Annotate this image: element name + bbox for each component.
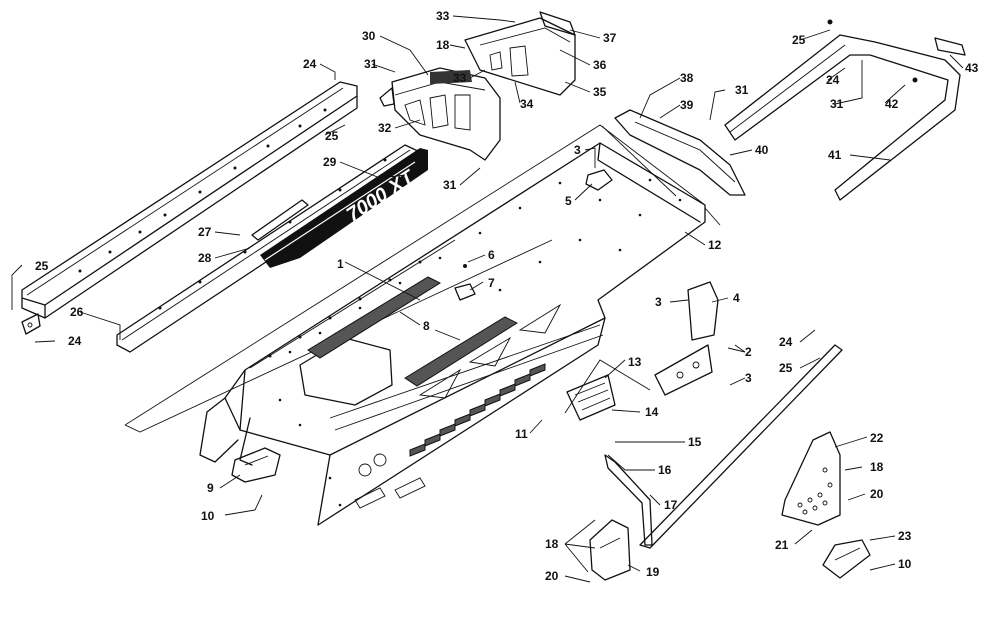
callout-1: 1 [337,257,344,271]
callout-15: 15 [688,435,702,449]
callout-33a: 33 [436,9,450,23]
callout-20a: 20 [545,569,559,583]
callout-3c: 3 [745,371,752,385]
callout-11: 11 [515,427,528,441]
bracket-13 [566,374,616,421]
callout-23: 23 [898,529,912,543]
left-rail [21,81,358,319]
front-bumper-section [614,109,746,196]
deck-plug [585,169,613,191]
callout-26: 26 [70,305,84,319]
callout-18a: 18 [545,537,559,551]
callout-14: 14 [645,405,659,419]
callout-37: 37 [603,31,617,45]
callout-42: 42 [885,97,899,111]
callout-24c: 24 [826,73,840,87]
callout-36: 36 [593,58,607,72]
callout-21: 21 [775,538,789,552]
callout-25c: 25 [792,33,806,47]
callout-20b: 20 [870,487,884,501]
right-brackets [654,281,719,396]
callout-5: 5 [565,194,572,208]
bracket-19 [589,519,631,581]
callout-39: 39 [680,98,694,112]
assembly-reference-outline [124,124,721,433]
rail-plate [251,199,309,241]
callout-12: 12 [708,238,722,252]
callout-31b: 31 [443,178,457,192]
callout-2: 2 [745,345,752,359]
callout-8: 8 [423,319,430,333]
callout-30: 30 [362,29,376,43]
callout-31a: 31 [364,57,378,71]
leader-lines [11,15,964,583]
callout-43: 43 [965,61,979,75]
left-rail-end-bracket [21,313,41,335]
callout-22: 22 [870,431,884,445]
callout-18c: 18 [436,38,450,52]
callout-10b: 10 [898,557,912,571]
rear-grab-bar [724,19,966,201]
callout-40: 40 [755,143,769,157]
callout-33b: 33 [453,71,467,85]
callout-24b: 24 [68,334,82,348]
tunnel-frame [199,142,706,526]
step-plate [781,431,841,526]
callout-41: 41 [828,148,842,162]
callout-27: 27 [198,225,212,239]
callout-25b: 25 [35,259,49,273]
callout-31d: 31 [830,97,844,111]
callout-3b: 3 [655,295,662,309]
rear-grab-bracket [464,11,576,96]
traction-strips [307,276,519,387]
callout-35: 35 [593,85,607,99]
cooler-fins [329,324,604,457]
callout-13: 13 [628,355,642,369]
callout-32: 32 [378,121,392,135]
callout-9: 9 [207,481,214,495]
running-board-brace [604,344,843,549]
callout-7: 7 [488,276,495,290]
callout-24a: 24 [303,57,317,71]
console-cover [379,67,501,161]
callouts: 1 2 3 3 3 4 5 6 7 8 9 10 10 11 12 13 14 … [35,9,979,583]
callout-38: 38 [680,71,694,85]
callout-29: 29 [323,155,337,169]
callout-24d: 24 [779,335,793,349]
callout-18b: 18 [870,460,884,474]
callout-17: 17 [664,498,678,512]
callout-25a: 25 [325,129,339,143]
callout-10a: 10 [201,509,215,523]
callout-16: 16 [658,463,672,477]
callout-19: 19 [646,565,660,579]
callout-28: 28 [198,251,212,265]
left-foot-pad [231,447,281,483]
callout-34: 34 [520,97,534,111]
rubber-plug [454,264,476,301]
callout-4: 4 [733,291,740,305]
callout-31c: 31 [735,83,749,97]
callout-3a: 3 [574,143,581,157]
right-foot-pad [822,539,871,579]
callout-25d: 25 [779,361,793,375]
callout-6: 6 [488,248,495,262]
